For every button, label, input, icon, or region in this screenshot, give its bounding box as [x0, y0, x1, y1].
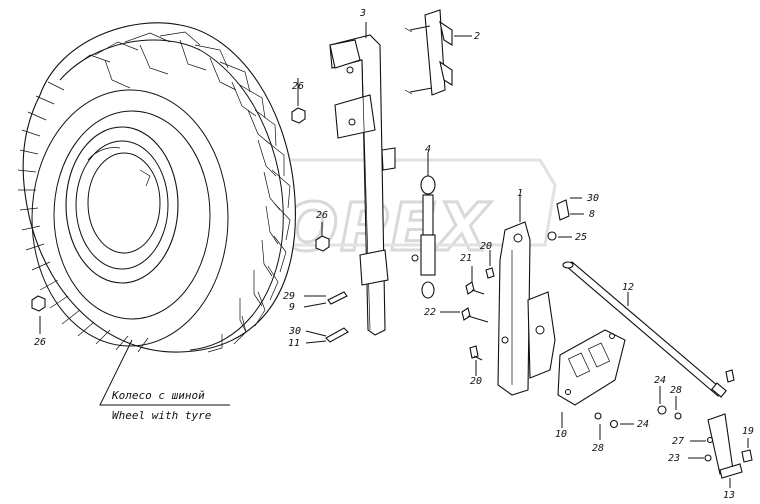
nut-23: [704, 454, 712, 462]
label-19: 19: [742, 426, 754, 437]
pin-8: [556, 199, 570, 221]
pin-11: [325, 327, 349, 343]
washer-24b: [609, 419, 619, 429]
washer-28a: [674, 412, 682, 420]
label-24b: 24: [637, 419, 649, 430]
label-20a: 20: [480, 241, 492, 252]
part-2-clamp: [404, 9, 453, 96]
label-30a: 30: [586, 193, 599, 204]
label-2: 2: [474, 31, 480, 42]
nut-26a: [291, 107, 306, 124]
bolt-13top: [725, 369, 735, 383]
label-26c: 26: [34, 337, 46, 348]
label-25: 25: [575, 232, 587, 243]
part-1-arm: [497, 221, 556, 396]
bolt-20a: [485, 267, 495, 279]
label-23: 23: [668, 453, 680, 464]
label-24a: 24: [654, 375, 666, 386]
pin-9: [327, 291, 348, 305]
bolt-19: [741, 449, 753, 463]
label-20b: 20: [470, 376, 482, 387]
bolt-20b: [469, 345, 479, 359]
label-8: 8: [589, 209, 595, 220]
nut-25: [547, 231, 557, 241]
sidewall-outer: [31, 89, 229, 347]
label-12: 12: [622, 282, 634, 293]
nut-26c: [31, 295, 46, 312]
washer-28b: [594, 412, 602, 420]
tread-edge: [59, 39, 284, 351]
label-4: 4: [425, 144, 431, 155]
part-12-rod: [562, 261, 727, 398]
wheel-caption-ru: Колесо с шиной: [111, 389, 205, 402]
part-3-bracket: [329, 34, 396, 336]
label-30b: 30: [288, 326, 301, 337]
part-13-bracket: [707, 413, 743, 479]
label-26b: 26: [316, 210, 328, 221]
washer-27: [706, 436, 714, 444]
leader-lines: [39, 22, 749, 488]
wheel-caption-en: Wheel with tyre: [112, 409, 212, 422]
label-26a: 26: [292, 81, 304, 92]
tread-pattern: [69, 31, 291, 353]
label-11: 11: [288, 338, 300, 349]
washer-24a: [657, 405, 667, 415]
label-21: 21: [460, 253, 472, 264]
sidewall-inner: [53, 110, 211, 320]
label-29: 29: [283, 291, 295, 302]
label-1: 1: [517, 188, 523, 199]
part-10-plate: [557, 329, 626, 406]
label-27: 27: [672, 436, 684, 447]
rim-outer: [65, 126, 179, 284]
label-28a: 28: [670, 385, 682, 396]
wheel-with-tyre: [17, 22, 296, 353]
label-3: 3: [359, 8, 366, 19]
nut-26b: [315, 235, 330, 252]
rim-disc: [87, 152, 161, 254]
label-10: 10: [555, 429, 567, 440]
label-22: 22: [424, 307, 436, 318]
label-13: 13: [723, 490, 735, 501]
sidewall-ribs: [17, 81, 149, 353]
rim-flange: [75, 140, 169, 270]
label-9: 9: [289, 302, 295, 313]
label-28b: 28: [592, 443, 604, 454]
callout-labels: 3 2 26 4 1 30 8 25 26 20 21 22 20 29 9 3…: [34, 8, 754, 501]
bolt-22: [461, 307, 471, 321]
bolt-21: [465, 281, 475, 295]
